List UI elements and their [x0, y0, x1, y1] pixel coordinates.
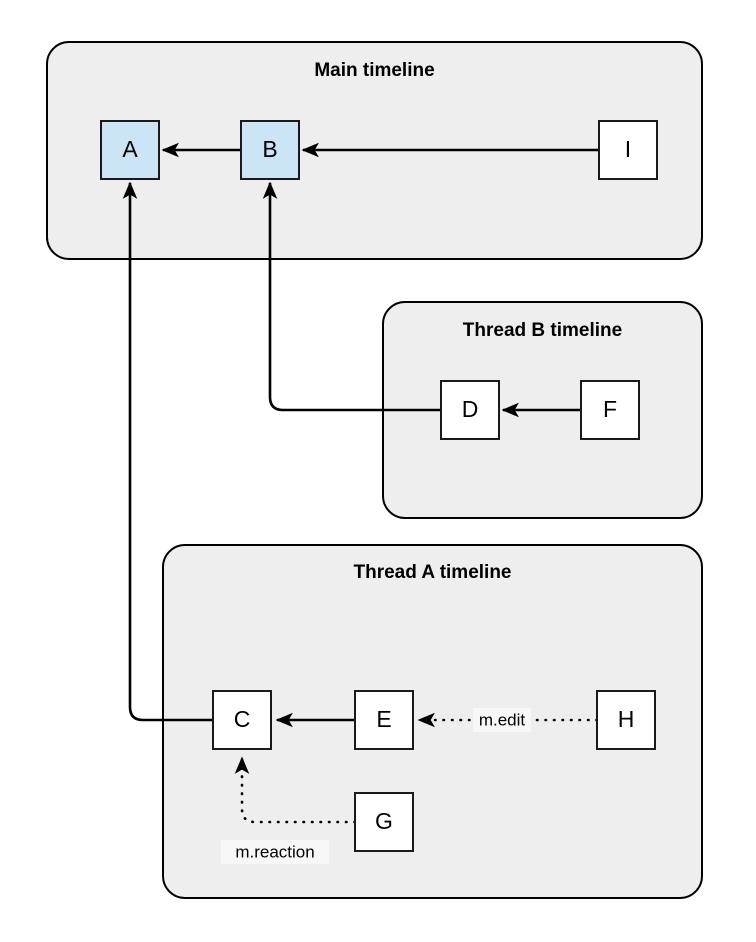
edge-label-m-reaction-backdrop [221, 840, 329, 864]
node-c-box[interactable] [212, 690, 272, 750]
node-e-label: E [376, 706, 391, 732]
edge-d-to-b [262, 181, 441, 412]
node-b-box[interactable] [240, 120, 300, 180]
node-g-box[interactable] [354, 792, 414, 852]
node-e[interactable]: E [354, 690, 414, 750]
node-f-box[interactable] [580, 380, 640, 440]
node-c-label: C [234, 706, 251, 732]
node-c[interactable]: C [212, 690, 272, 750]
node-d-label: D [462, 396, 479, 422]
node-i-label: I [625, 136, 631, 162]
edge-label-m-reaction: m.reaction [221, 840, 329, 864]
group-thread-a-timeline-title: Thread A timeline [353, 562, 511, 583]
node-b-label: B [262, 136, 277, 162]
node-i-box[interactable] [598, 120, 658, 180]
edge-c-to-a [122, 181, 213, 722]
edge-label-m-edit: m.edit [473, 708, 531, 732]
group-thread-b-timeline-title: Thread B timeline [463, 320, 622, 341]
node-b[interactable]: B [240, 120, 300, 180]
node-f[interactable]: F [580, 380, 640, 440]
node-a-box[interactable] [100, 120, 160, 180]
node-a-label: A [122, 136, 138, 162]
edge-label-m-edit-text: m.edit [479, 710, 526, 729]
node-i[interactable]: I [598, 120, 658, 180]
node-e-box[interactable] [354, 690, 414, 750]
edge-label-m-reaction-text: m.reaction [235, 842, 314, 861]
node-h[interactable]: H [596, 690, 656, 750]
node-h-box[interactable] [596, 690, 656, 750]
node-d-box[interactable] [440, 380, 500, 440]
node-d[interactable]: D [440, 380, 500, 440]
edge-g-to-c [234, 756, 357, 824]
node-h-label: H [618, 706, 635, 732]
node-g[interactable]: G [354, 792, 414, 852]
node-a[interactable]: A [100, 120, 160, 180]
node-f-label: F [603, 396, 617, 422]
edge-label-m-edit-backdrop [473, 708, 531, 732]
group-main-timeline-title: Main timeline [314, 60, 434, 81]
node-g-label: G [375, 808, 393, 834]
